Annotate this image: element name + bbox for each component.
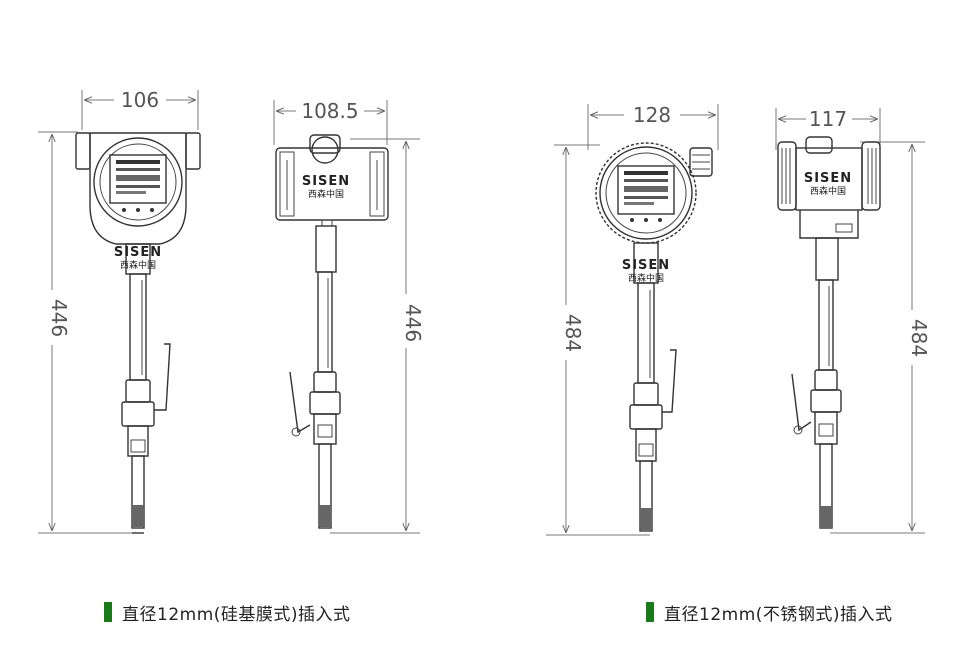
dim-width-106: 106 <box>121 88 159 112</box>
caption-left-text: 直径12mm(硅基膜式)插入式 <box>122 604 351 625</box>
dim-width-108-5: 108.5 <box>301 99 358 123</box>
caption-marker-right <box>646 602 654 622</box>
dim-height-484: 484 <box>561 314 585 352</box>
caption-right-text: 直径12mm(不锈钢式)插入式 <box>664 604 893 625</box>
caption-marker-left <box>104 602 112 622</box>
dim-height-446-side: 446 <box>401 304 425 342</box>
dim-width-128: 128 <box>633 103 671 127</box>
caption-left: 直径12mm(硅基膜式)插入式 <box>104 598 351 626</box>
brand-logo-3: SISEN <box>622 258 670 273</box>
brand-logo-2: SISEN <box>302 174 350 189</box>
brand-chinese-3: 西森中国 <box>628 272 664 284</box>
brand-chinese-2: 西森中国 <box>308 188 344 200</box>
brand-logo-4: SISEN <box>804 171 852 186</box>
dim-height-484-side: 484 <box>907 319 931 357</box>
brand-logo-1: SISEN <box>114 245 162 260</box>
dim-width-117: 117 <box>809 107 847 131</box>
dim-height-446: 446 <box>47 299 71 337</box>
brand-chinese-1: 西森中国 <box>120 259 156 271</box>
caption-right: 直径12mm(不锈钢式)插入式 <box>646 598 893 626</box>
device-4-side-view: 117 484 SISEN 西森中国 <box>775 107 931 534</box>
brand-chinese-4: 西森中国 <box>810 185 846 197</box>
device-3-front-view: 128 484 SISEN 西森中国 <box>546 103 719 536</box>
device-1-front-view: 106 446 SISEN 西森中国 <box>38 88 201 534</box>
device-2-side-view: 108.5 446 SISEN 西森中国 <box>273 99 425 534</box>
